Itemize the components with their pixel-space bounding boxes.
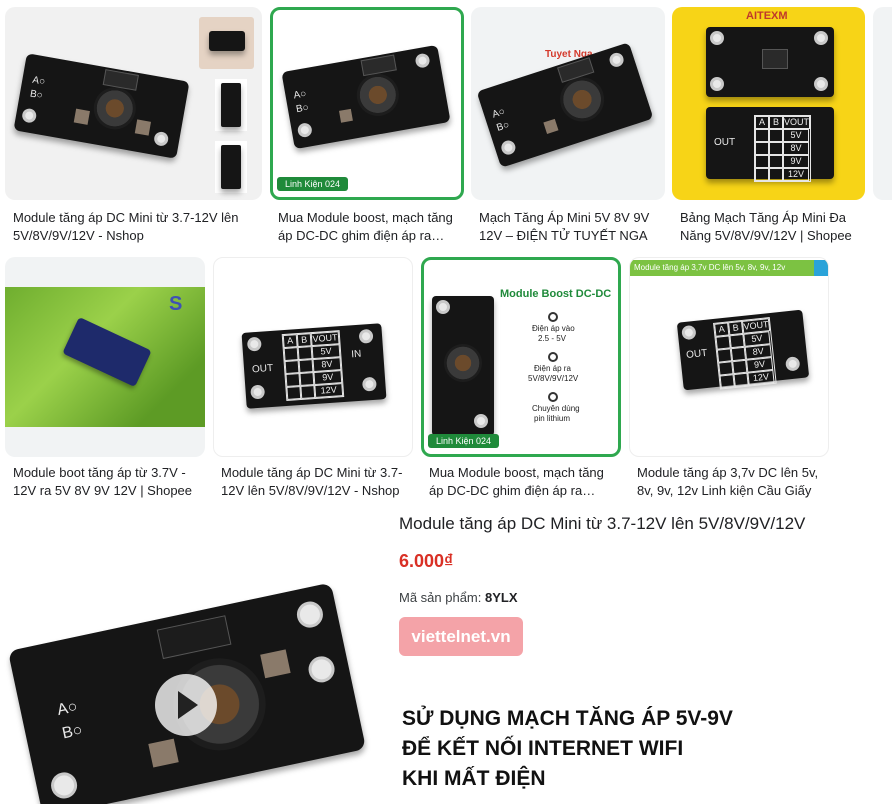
shop-tag: Linh Kiện 024 [277,177,349,191]
result-caption[interactable]: Module boot tăng áp từ 3.7V - 12V ra 5V … [13,465,193,498]
out-label: OUT [685,347,708,361]
sku-value: 8YLX [485,590,518,605]
result-caption[interactable]: Mua Module boost, mạch tăng áp DC-DC ghi… [278,210,453,243]
diode-part [156,615,232,660]
product-price: 6.000₫ [399,551,454,571]
result-caption[interactable]: Bảng Mạch Tăng Áp Mini Đa Năng 5V/8V/9V/… [680,210,852,243]
headline-line-3: KHI MẤT ĐIỆN [402,767,546,790]
result-thumbnail[interactable]: A○ B○ Linh Kiện 024 [270,7,464,200]
result-thumbnail[interactable]: S [5,257,205,457]
sku-label: Mã sản phẩm: [399,590,482,605]
poster-input-label: Điện áp vào [532,324,575,333]
brand-label: AITEXM [746,10,788,22]
poster-input-value: 2.5 - 5V [538,334,567,343]
voltage-in-icon [548,312,558,322]
video-headline: SỬ DỤNG MẠCH TĂNG ÁP 5V-9V ĐỂ KẾT NỐI IN… [402,704,733,794]
result-card-1[interactable]: A○ B○ Module tăng áp DC Mini từ 3.7-12V … [5,7,262,247]
pcb-image: A○ B○ [13,53,190,159]
pcb-image: A○ B○ [281,44,451,150]
result-card-7[interactable]: Module Boost DC-DC Điện áp vào 2.5 - 5V … [421,257,621,502]
side-thumbnail-hand [199,17,254,69]
result-thumbnail[interactable]: Module Boost DC-DC Điện áp vào 2.5 - 5V … [421,257,621,457]
poster-output-value: 5V/8V/9V/12V [528,374,579,383]
result-card-partial[interactable] [873,7,892,200]
result-caption[interactable]: Module tăng áp 3,7v DC lên 5v, 8v, 9v, 1… [637,465,819,498]
result-card-2[interactable]: A○ B○ Linh Kiện 024 Mua Module boost, mạ… [270,7,464,247]
qr-code-icon [814,260,828,276]
pcb-image: A○ B○ [476,42,654,168]
banner: Module tăng áp 3,7v DC lên 5v, 8v, 9v, 1… [630,260,828,276]
play-icon [178,691,198,719]
result-caption[interactable]: Module tăng áp DC Mini từ 3.7-12V lên 5V… [221,465,403,498]
poster-battery-label: Chuyên dùng [532,404,580,413]
result-card-5[interactable]: S Module boot tăng áp từ 3.7V - 12V ra 5… [5,257,205,502]
poster-output-label: Điện áp ra [534,364,571,373]
voltage-out-icon [548,352,558,362]
result-caption[interactable]: Mạch Tăng Áp Mini 5V 8V 9V 12V – ĐIỆN TỬ… [479,210,650,243]
watermark: Tuyet Nga [545,49,593,60]
result-thumbnail[interactable]: Module tăng áp 3,7v DC lên 5v, 8v, 9v, 1… [629,257,829,457]
result-thumbnail[interactable]: Tuyet Nga A○ B○ [471,7,665,200]
result-caption[interactable]: Mua Module boost, mạch tăng áp DC-DC ghi… [429,465,604,498]
pcb-image [432,296,494,436]
side-thumbnail-bottom [215,141,247,193]
side-thumbnail-top [215,79,247,131]
poster-battery-value: pin lithium [534,414,571,423]
result-caption[interactable]: Module tăng áp DC Mini từ 3.7-12V lên 5V… [13,210,239,243]
result-card-3[interactable]: Tuyet Nga A○ B○ Mạch Tăng Áp Mini 5V 8V … [471,7,665,247]
source-button[interactable]: viettelnet.vn [399,617,523,656]
product-title[interactable]: Module tăng áp DC Mini từ 3.7-12V lên 5V… [399,514,806,533]
brand-logo-icon: S [169,293,183,315]
out-label: OUT [714,137,736,148]
out-label: OUT [251,362,274,376]
product-sku: Mã sản phẩm: 8YLX [399,590,518,605]
shop-tag: Linh Kiện 024 [428,434,500,448]
check-icon [548,392,558,402]
in-label: IN [350,348,362,361]
pcb-top-image [706,27,834,97]
headline-line-2: ĐỂ KẾT NỐI INTERNET WIFI [402,737,684,760]
video-thumbnail[interactable]: A○ B○ [0,515,385,804]
play-button[interactable] [155,674,217,736]
result-thumbnail[interactable]: A○ B○ [5,7,262,200]
poster-title: Module Boost DC-DC [500,288,612,300]
result-card-8[interactable]: Module tăng áp 3,7v DC lên 5v, 8v, 9v, 1… [629,257,829,502]
headline-line-1: SỬ DỤNG MẠCH TĂNG ÁP 5V-9V [402,707,733,730]
